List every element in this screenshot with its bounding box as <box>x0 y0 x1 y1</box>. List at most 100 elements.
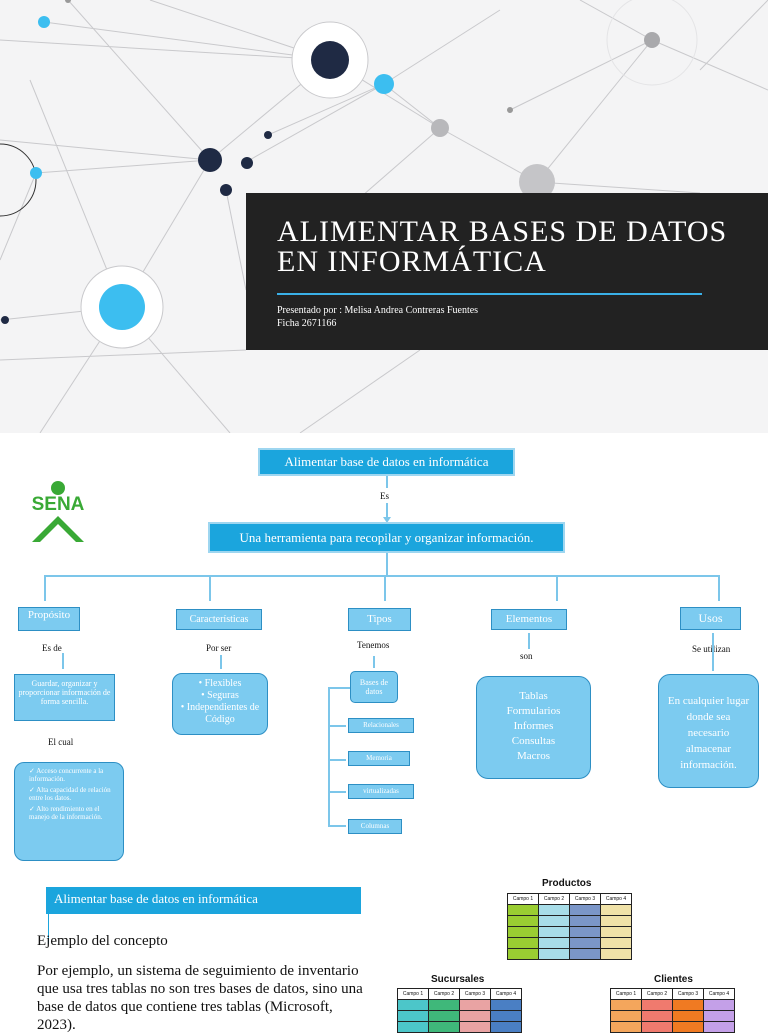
table-header-cell: Campo 3 <box>459 988 491 1000</box>
table-cell <box>428 1021 460 1033</box>
concept-map-slide: SENA Alimentar base de datos en informát… <box>0 433 768 863</box>
ficha-number: Ficha 2671166 <box>277 318 337 329</box>
table-header-cell: Campo 2 <box>538 893 570 905</box>
sucursales-title: Sucursales <box>431 974 485 985</box>
connector <box>220 655 222 669</box>
table-row <box>507 915 632 927</box>
table-cell <box>703 999 735 1011</box>
connector <box>528 633 530 649</box>
presenter-info: Presentado por : Melisa Andrea Contreras… <box>277 304 478 330</box>
connector <box>328 791 346 793</box>
table-cell <box>600 915 632 927</box>
connector <box>384 575 386 601</box>
connector <box>328 825 346 827</box>
title-box: ALIMENTAR BASES DE DATOS EN INFORMÁTICA … <box>246 193 768 350</box>
category-usos: Usos <box>680 607 741 630</box>
son-label: son <box>520 651 533 661</box>
table-header-cell: Campo 4 <box>600 893 632 905</box>
branch-line <box>44 575 720 577</box>
connector <box>386 503 388 518</box>
table-cell <box>490 999 522 1011</box>
tipo-virtualizadas-text: virtualizadas <box>363 787 399 795</box>
connector <box>328 725 346 727</box>
table-cell <box>507 926 539 938</box>
elementos-item: Formularios <box>506 705 561 717</box>
table-cell <box>490 1021 522 1033</box>
table-cell <box>428 1010 460 1022</box>
connector <box>373 656 375 668</box>
connector <box>62 653 64 669</box>
table-row <box>610 1021 735 1033</box>
es-de-label: Es de <box>42 643 62 653</box>
caracteristicas-item: • Flexibles <box>198 678 242 689</box>
example-subtitle: Ejemplo del concepto <box>37 933 168 949</box>
table-cell <box>641 1010 673 1022</box>
table-cell <box>600 937 632 949</box>
tenemos-label: Tenemos <box>357 640 390 650</box>
table-cell <box>459 999 491 1011</box>
table-cell <box>641 1021 673 1033</box>
connector <box>556 575 558 601</box>
table-cell <box>507 904 539 916</box>
table-cell <box>428 999 460 1011</box>
table-header-cell: Campo 1 <box>610 988 642 1000</box>
title-underline <box>277 293 702 295</box>
es-label: Es <box>380 491 389 501</box>
map-main-title-text: Alimentar base de datos en informática <box>284 454 489 469</box>
productos-title: Productos <box>542 878 592 889</box>
proposito-list-item-text: Alta capacidad de relación entre los dat… <box>29 786 111 802</box>
table-cell <box>610 1021 642 1033</box>
proposito-description-text: Guardar, organizar y proporcionar inform… <box>18 679 111 706</box>
table-row <box>610 999 735 1011</box>
connector <box>386 553 388 575</box>
caracteristicas-item-text: Seguras <box>207 690 239 701</box>
tipos-head: Bases de datos <box>350 671 398 703</box>
table-header-cell: Campo 3 <box>672 988 704 1000</box>
el-cual-label: El cual <box>48 737 74 747</box>
connector <box>386 476 388 488</box>
definition-box: Una herramienta para recopilar y organiz… <box>208 522 565 553</box>
presenter-name: Presentado por : Melisa Andrea Contreras… <box>277 305 479 316</box>
table-cell <box>538 926 570 938</box>
example-accent-line <box>48 914 49 944</box>
tipo-virtualizadas: virtualizadas <box>348 784 414 799</box>
table-cell <box>490 1010 522 1022</box>
table-cell <box>569 948 601 960</box>
table-row <box>397 1010 522 1022</box>
definition-text: Una herramienta para recopilar y organiz… <box>239 530 534 545</box>
table-cell <box>507 948 539 960</box>
network-background <box>0 0 768 433</box>
table-row <box>507 948 632 960</box>
table-cell <box>672 1021 704 1033</box>
table-cell <box>569 915 601 927</box>
elementos-item: Informes <box>513 720 554 732</box>
category-proposito: Propósito <box>18 607 80 631</box>
title-slide: ALIMENTAR BASES DE DATOS EN INFORMÁTICA … <box>0 0 768 433</box>
table-header-cell: Campo 4 <box>490 988 522 1000</box>
proposito-list: ✓ Acceso concurrente a la información. ✓… <box>14 762 124 861</box>
por-ser-label: Por ser <box>206 643 232 653</box>
category-elementos-label: Elementos <box>505 613 553 625</box>
tipo-memoria: Memoria <box>348 751 410 766</box>
table-cell <box>641 999 673 1011</box>
table-cell <box>610 1010 642 1022</box>
proposito-list-item: ✓ Alto rendimiento en el manejo de la in… <box>29 805 103 821</box>
sena-logo: SENA <box>24 480 92 550</box>
table-row <box>397 999 522 1011</box>
caracteristicas-item-text: Independientes de Código <box>186 702 260 725</box>
connector <box>209 575 211 601</box>
connector <box>328 687 350 689</box>
category-caracteristicas: Características <box>176 609 262 630</box>
table-cell <box>569 904 601 916</box>
table-row <box>397 1021 522 1033</box>
elementos-list: Tablas Formularios Informes Consultas Ma… <box>476 676 591 779</box>
table-cell <box>610 999 642 1011</box>
table-header-cell: Campo 2 <box>428 988 460 1000</box>
table-row <box>610 1010 735 1022</box>
table-cell <box>397 1021 429 1033</box>
table-header-cell: Campo 2 <box>641 988 673 1000</box>
